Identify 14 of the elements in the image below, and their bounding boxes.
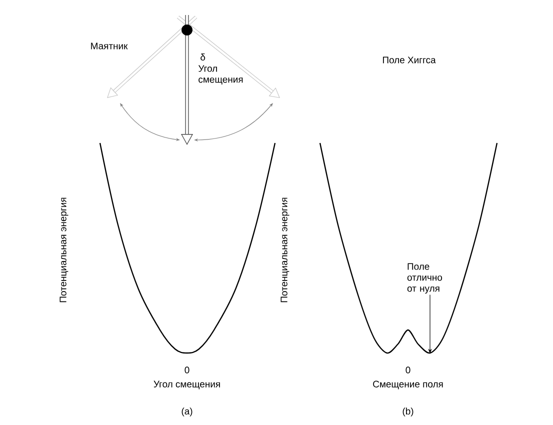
label-text: Маятник <box>91 42 128 50</box>
annotation-text: Поле отлично от нуля <box>407 263 442 294</box>
axis-label: Потенциальная энергия <box>60 198 68 302</box>
axis-label: Смещение поля <box>373 380 443 390</box>
tick-label: 0 <box>406 366 410 374</box>
panel-label: (b) <box>402 408 414 416</box>
label-text: Поле Хиггса <box>383 56 436 64</box>
axis-label: Потенциальная энергия <box>280 198 290 302</box>
label-text: Угол смещения <box>198 65 243 85</box>
axis-label: Угол смещения <box>154 380 220 390</box>
potential-curve <box>319 142 498 354</box>
delta-symbol: δ <box>200 54 206 60</box>
panel-label: (a) <box>182 408 192 416</box>
tick-label: 0 <box>184 366 190 374</box>
